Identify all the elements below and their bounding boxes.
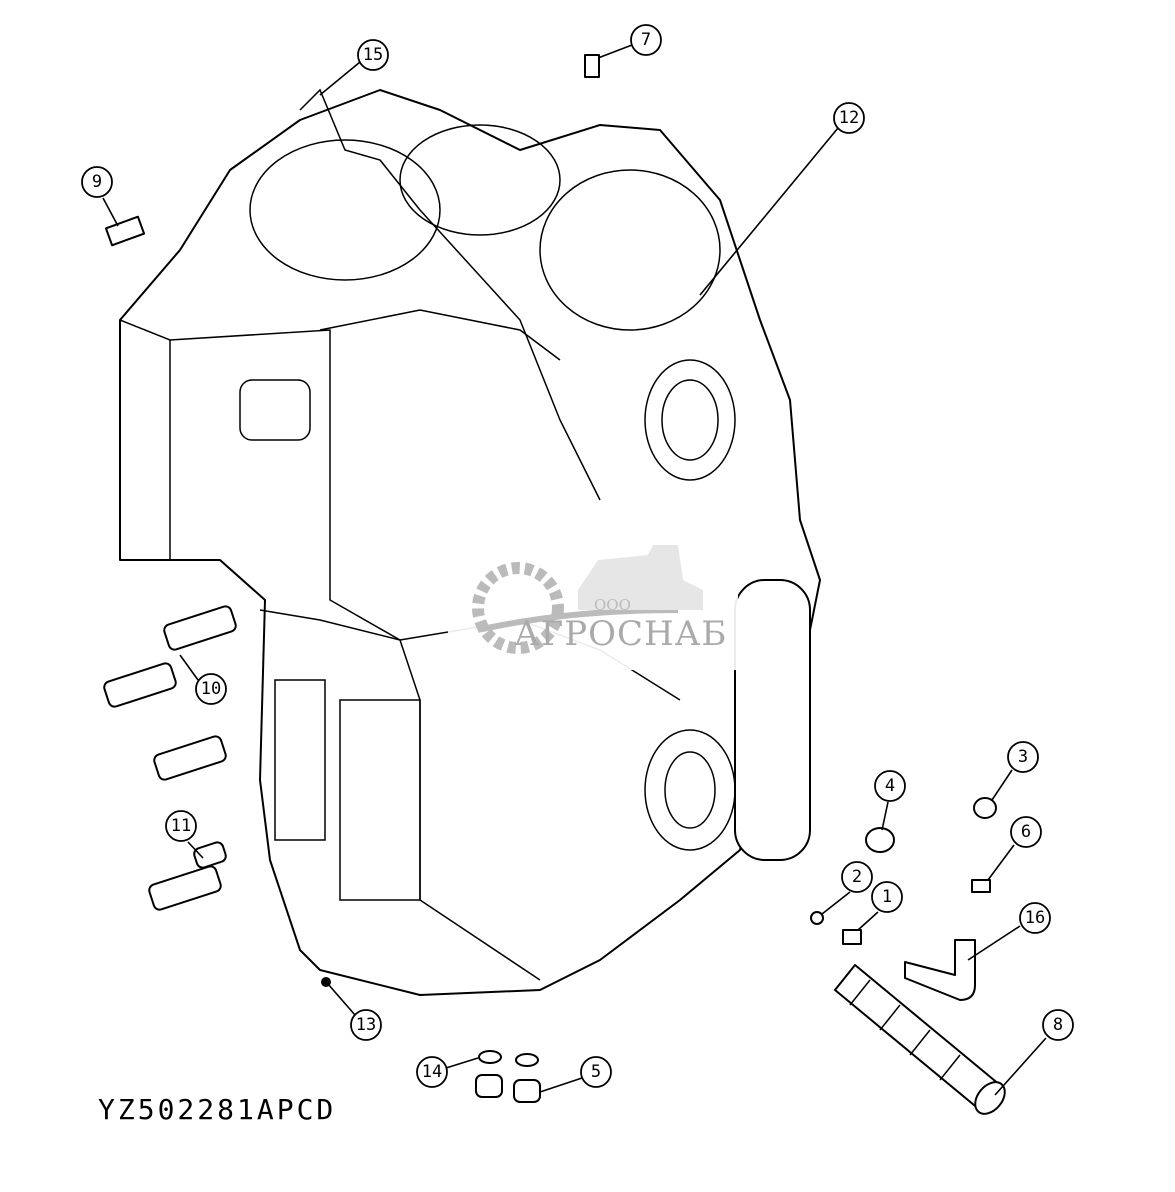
svg-text:12: 12 — [839, 108, 859, 128]
part-14-oring — [515, 1053, 539, 1067]
leader-lines — [102, 44, 1047, 1096]
part-14-oring — [478, 1050, 502, 1064]
svg-text:15: 15 — [363, 45, 383, 65]
svg-text:1: 1 — [882, 887, 892, 907]
drawing-code: YZ502281APCD — [98, 1093, 337, 1126]
part-16 — [904, 939, 976, 1001]
callout-16: 16 — [1019, 902, 1051, 934]
watermark-logo: ООО АГРОСНАБ — [448, 530, 738, 670]
callout-2: 2 — [841, 861, 873, 893]
gear-harvester-logo-icon — [472, 545, 703, 654]
svg-text:16: 16 — [1025, 908, 1045, 928]
svg-text:11: 11 — [171, 816, 191, 836]
part-5-plug — [475, 1074, 503, 1098]
part-5-plug — [513, 1079, 541, 1103]
callout-10: 10 — [195, 673, 227, 705]
svg-text:7: 7 — [641, 30, 651, 50]
callout-7: 7 — [630, 24, 662, 56]
part-7 — [584, 54, 600, 78]
callout-1: 1 — [871, 881, 903, 913]
callout-15: 15 — [357, 39, 389, 71]
callout-9: 9 — [81, 166, 113, 198]
svg-text:3: 3 — [1018, 747, 1028, 767]
watermark-name: АГРОСНАБ — [514, 614, 728, 654]
part-4 — [865, 827, 895, 853]
callout-5: 5 — [580, 1056, 612, 1088]
callout-3: 3 — [1007, 741, 1039, 773]
part-2 — [810, 911, 824, 925]
part-8-filter — [834, 964, 1006, 1115]
callout-11: 11 — [165, 810, 197, 842]
svg-text:2: 2 — [852, 867, 862, 887]
svg-text:6: 6 — [1021, 822, 1031, 842]
callout-12: 12 — [833, 102, 865, 134]
loose-parts — [103, 54, 1006, 1115]
part-9 — [104, 215, 146, 247]
svg-text:8: 8 — [1053, 1015, 1063, 1035]
watermark-prefix: ООО — [594, 596, 631, 614]
callout-13: 13 — [350, 1009, 382, 1041]
part-11-sensor — [148, 841, 227, 911]
callout-8: 8 — [1042, 1009, 1074, 1041]
callout-4: 4 — [874, 770, 906, 802]
callout-14: 14 — [416, 1056, 448, 1088]
svg-text:4: 4 — [885, 776, 895, 796]
part-10-sensors — [103, 605, 237, 781]
svg-text:5: 5 — [591, 1062, 601, 1082]
part-1 — [842, 929, 862, 945]
callout-6: 6 — [1010, 816, 1042, 848]
svg-text:13: 13 — [356, 1015, 376, 1035]
svg-text:10: 10 — [201, 679, 221, 699]
part-6 — [971, 879, 991, 893]
part-3 — [973, 797, 997, 819]
svg-text:9: 9 — [92, 172, 102, 192]
svg-text:14: 14 — [422, 1062, 442, 1082]
